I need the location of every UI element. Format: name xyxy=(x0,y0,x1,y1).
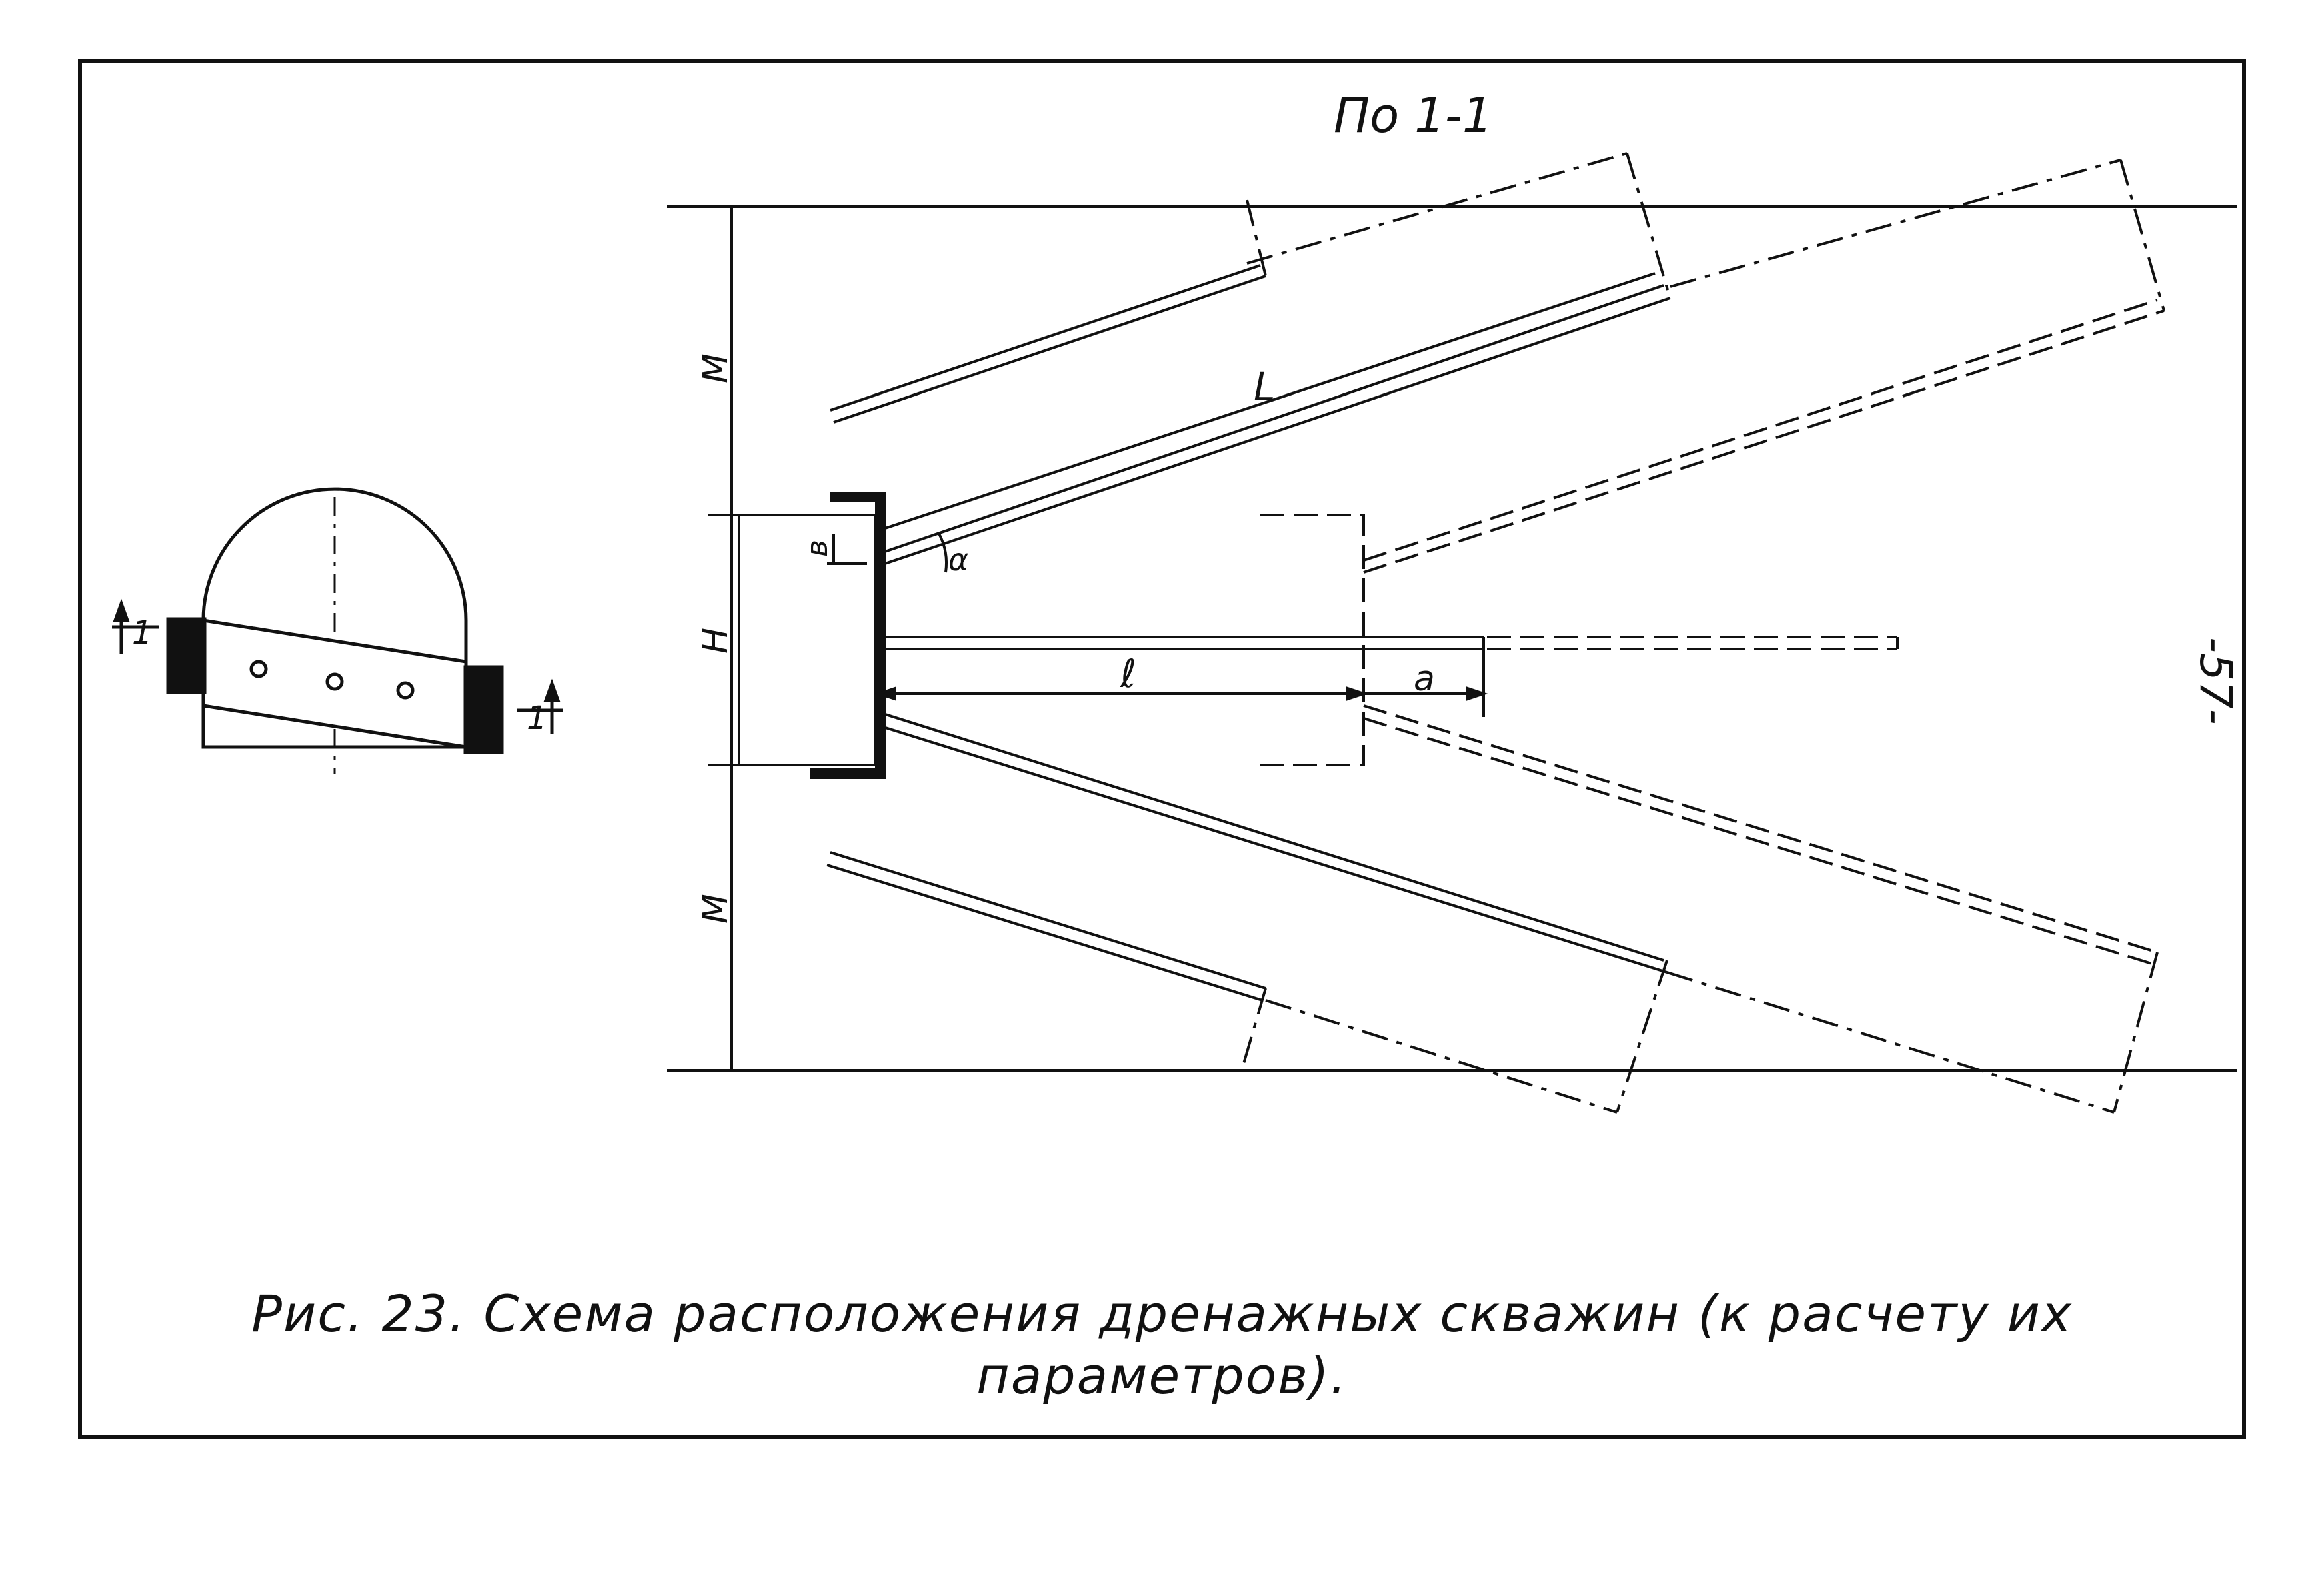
lower-far-dashdot xyxy=(1265,999,1618,1114)
dimension-label-M-bottom: М xyxy=(696,894,736,924)
lower-well-top xyxy=(878,711,1664,962)
drawing-frame xyxy=(78,59,2246,1439)
tunnel-arch xyxy=(201,487,468,749)
alpha-angle-arc xyxy=(938,533,948,573)
left-wall-block xyxy=(166,617,207,694)
lower-dashed-well-top xyxy=(1363,704,2158,954)
dimension-label-a: a xyxy=(1414,659,1435,699)
upper-dashed-well-top xyxy=(1363,299,2158,562)
l-arrow-left xyxy=(874,686,896,701)
section-mark-left-arrowhead xyxy=(113,598,130,622)
section-mark-left-label: 1 xyxy=(132,614,153,652)
lower-well-end xyxy=(1616,960,1668,1113)
l-arrow-right xyxy=(1346,686,1368,701)
lower-well-dashdot xyxy=(1666,971,2115,1114)
drainage-band xyxy=(201,618,468,749)
upper-well-dashdot-shift xyxy=(1246,152,1628,265)
influence-zone-box xyxy=(1260,514,1365,766)
section-mark-right-arrowhead xyxy=(543,678,561,702)
upper-dashed-well-end xyxy=(2119,159,2165,311)
dimension-label-H: Н xyxy=(696,628,736,654)
lower-dashed-well-end xyxy=(2113,952,2159,1113)
right-wall-block xyxy=(463,665,504,754)
upper-well-bottom xyxy=(878,297,1671,567)
upper-far-well-bottom xyxy=(833,275,1266,424)
lower-well-bottom xyxy=(878,724,1668,974)
upper-well-dashdot-top xyxy=(1670,159,2121,288)
dimension-label-l: ℓ xyxy=(1120,651,1136,696)
upper-far-well-top xyxy=(830,264,1261,412)
upper-well-end-top xyxy=(1626,153,1672,299)
L-dimension-line xyxy=(878,272,1656,532)
dimension-label-b: в xyxy=(800,540,834,557)
gallery-lining xyxy=(810,492,886,779)
upper-well-top xyxy=(878,284,1664,555)
section-mark-right-label: 1 xyxy=(527,700,547,737)
gallery-body xyxy=(738,514,877,766)
figure-caption-line1: Рис. 23. Схема расположения дренажных ск… xyxy=(251,1284,2073,1343)
section-lines xyxy=(667,152,2237,1114)
well-hole-left xyxy=(249,660,268,678)
upper-far-well-end xyxy=(1246,199,1267,277)
lower-far-well-top xyxy=(830,851,1266,990)
dimension-label-L: L xyxy=(1254,364,1275,410)
well-hole-center xyxy=(325,672,344,691)
page-number: -57- xyxy=(2190,637,2241,725)
upper-dashed-well-bottom xyxy=(1363,309,2165,574)
dimension-label-M-top: М xyxy=(696,353,736,383)
lower-far-well-bottom xyxy=(826,864,1263,1002)
lower-dashed-well-bottom xyxy=(1363,717,2155,966)
lower-far-well-end xyxy=(1240,988,1267,1071)
well-hole-right xyxy=(396,681,415,700)
section-title: По 1-1 xyxy=(1334,87,1493,143)
tunnel-cross-section xyxy=(112,487,563,774)
figure-caption-line2: параметров). xyxy=(976,1346,1348,1405)
a-arrow-right xyxy=(1466,686,1488,701)
dimension-label-alpha: α xyxy=(948,542,968,578)
